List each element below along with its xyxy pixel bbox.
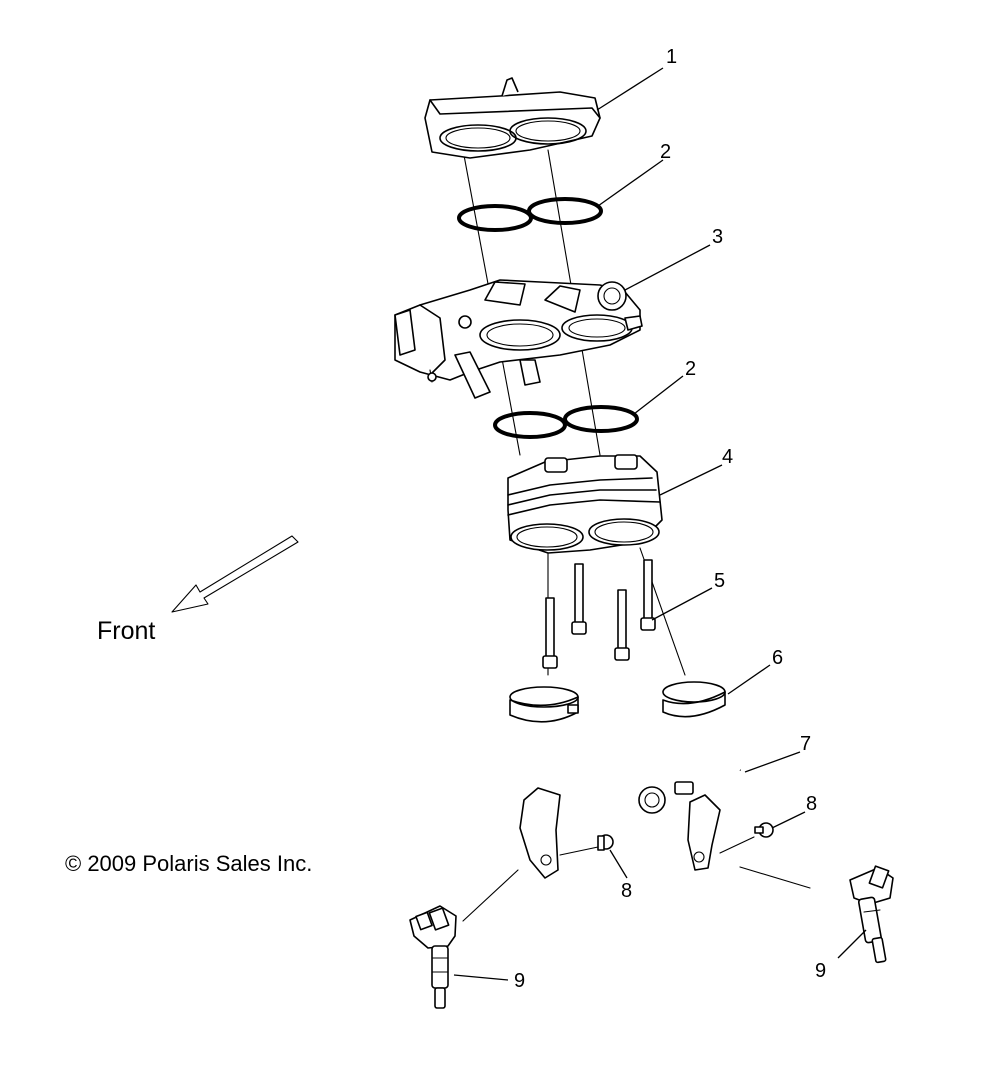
part-9-injector-left <box>409 905 457 1009</box>
part-2-seal-rings-lower <box>493 405 639 439</box>
clamp-right <box>662 681 726 718</box>
bolt <box>614 589 630 661</box>
part-1-air-boot <box>424 77 601 159</box>
part-9-injector-right <box>849 865 894 964</box>
callout-8-left: 8 <box>621 880 632 902</box>
part-8-screws <box>597 822 774 851</box>
bolt <box>640 559 656 631</box>
callout-numbers: 1 2 3 2 4 5 6 7 8 8 9 9 <box>514 46 826 992</box>
front-label: Front <box>97 617 155 645</box>
part-7-fuel-rail <box>519 754 743 879</box>
bolt <box>542 597 558 669</box>
callout-3: 3 <box>712 226 723 248</box>
callout-5: 5 <box>714 570 725 592</box>
install-lines <box>462 836 811 922</box>
callout-9-right: 9 <box>815 960 826 982</box>
callout-2-upper: 2 <box>660 141 671 163</box>
callout-4: 4 <box>722 446 733 468</box>
callout-2-lower: 2 <box>685 358 696 380</box>
screw-left <box>597 834 614 851</box>
callout-8-right: 8 <box>806 793 817 815</box>
clamp-left <box>509 686 579 723</box>
part-5-bolts <box>542 559 656 669</box>
part-2-seal-rings-upper <box>457 197 603 232</box>
copyright-text: © 2009 Polaris Sales Inc. <box>65 851 312 876</box>
callout-1: 1 <box>666 46 677 68</box>
callout-leaders <box>453 67 867 981</box>
callout-9-left: 9 <box>514 970 525 992</box>
front-arrow: Front <box>97 535 299 645</box>
part-6-clamps <box>509 681 726 723</box>
part-3-throttle-body <box>394 279 643 399</box>
part-4-intake-boots <box>507 454 663 554</box>
callout-7: 7 <box>800 733 811 755</box>
screw-right <box>754 822 774 838</box>
callout-6: 6 <box>772 647 783 669</box>
bolt <box>571 563 587 635</box>
